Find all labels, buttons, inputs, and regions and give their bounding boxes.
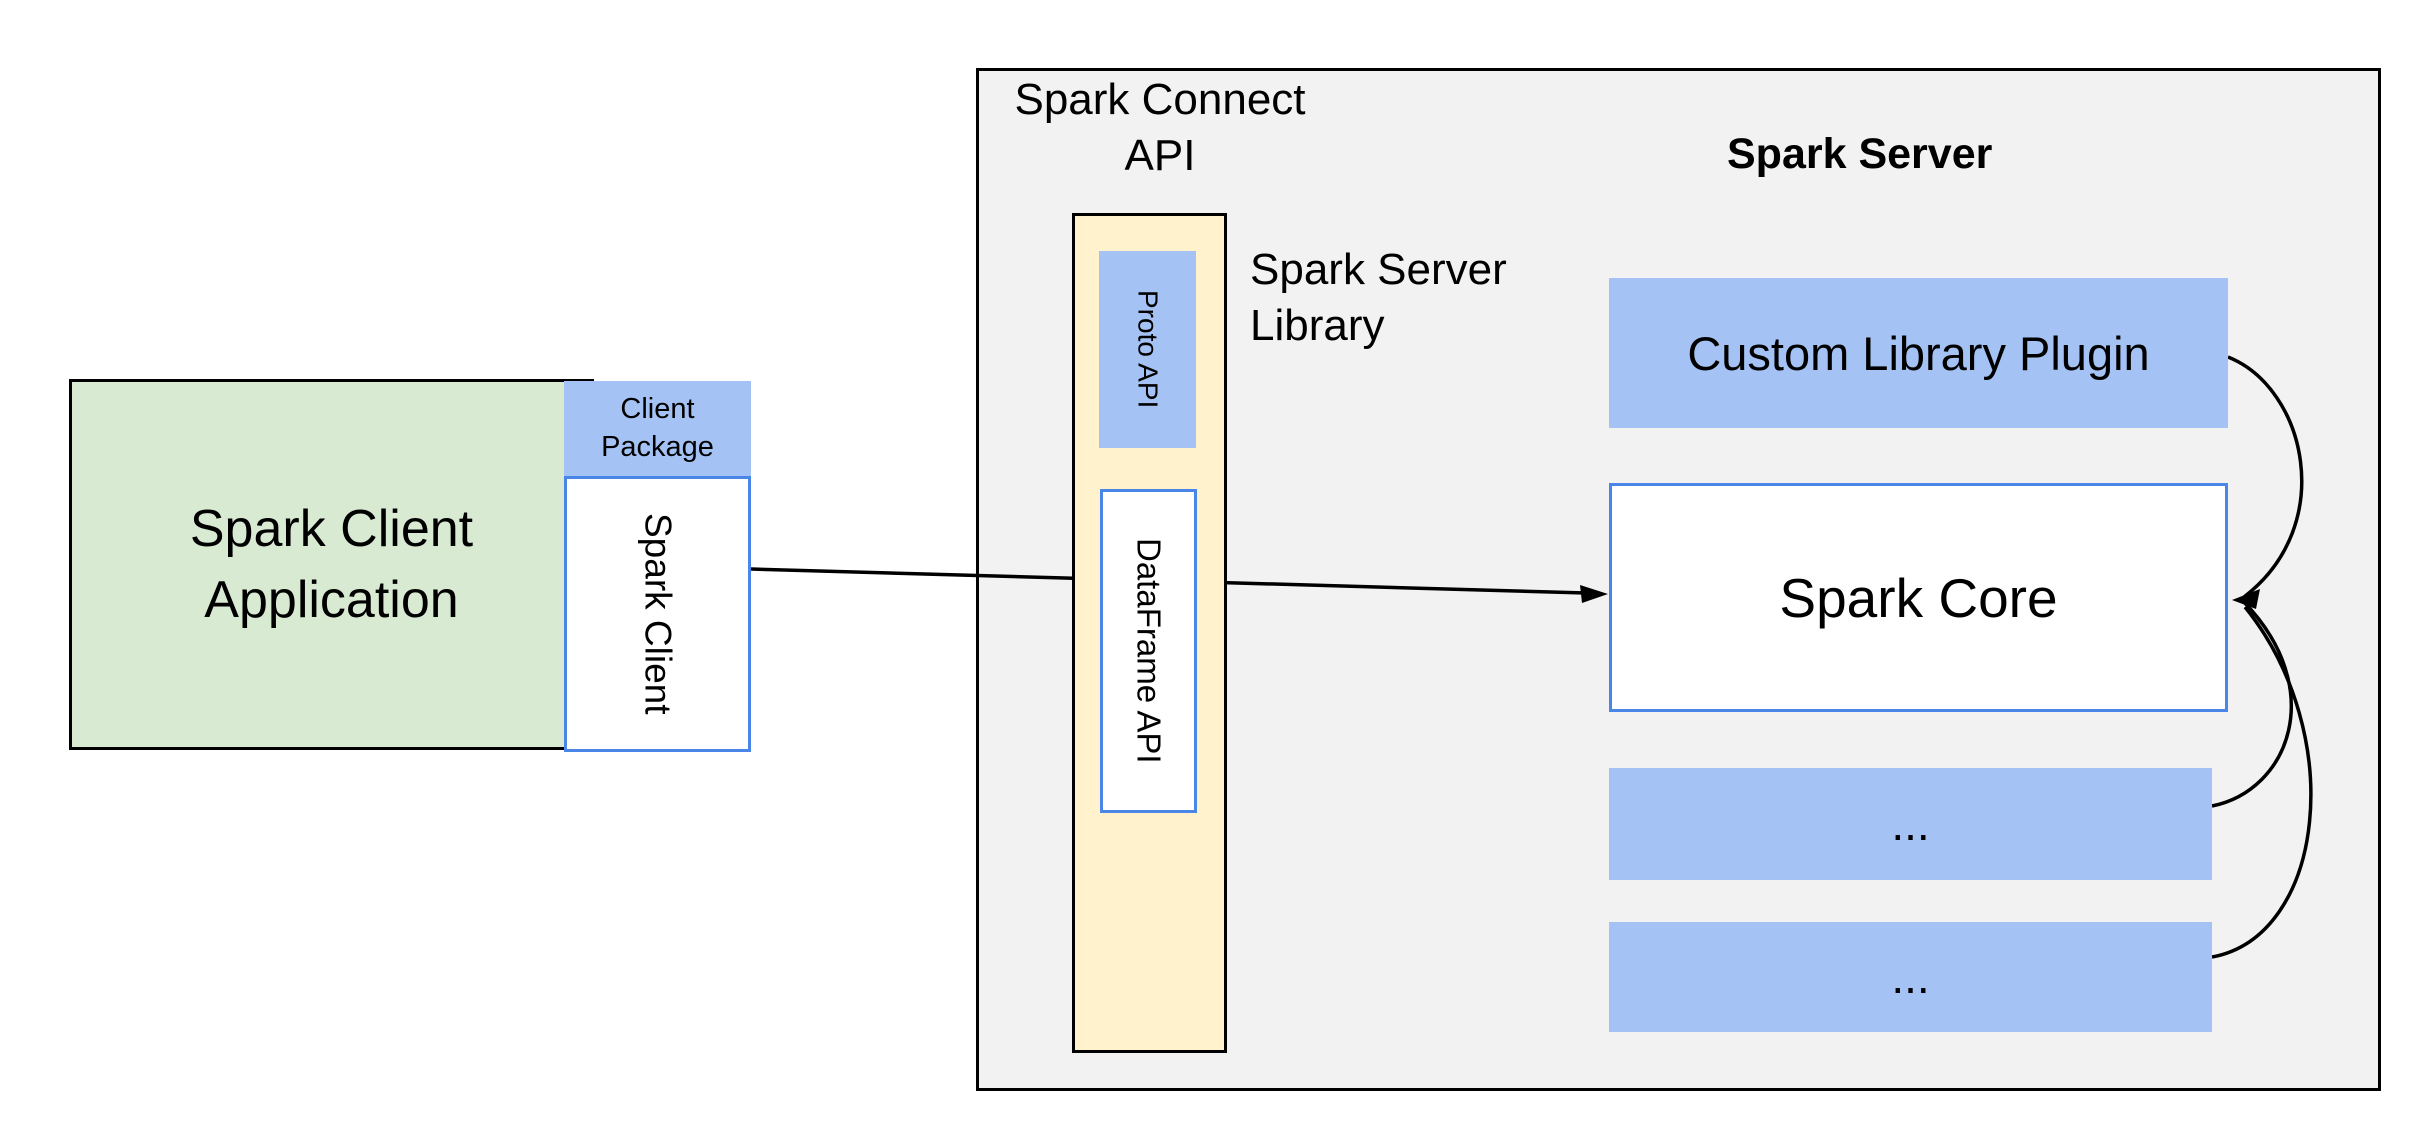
dataframe-api-box: DataFrame API (1100, 489, 1197, 813)
spark-connect-api-label: Spark Connect API (1014, 75, 1306, 181)
spark-server-library-label: Spark Server Library (1250, 245, 1507, 350)
spark-client-label: Spark Client (637, 513, 679, 715)
spark-server-title: Spark Server (1727, 130, 1993, 178)
spark-client-box: Spark Client (564, 476, 751, 752)
dataframe-api-label: DataFrame API (1130, 538, 1168, 764)
other-plugin-box-1: ... (1609, 768, 2212, 880)
spark-client-application-box: Spark Client Application (69, 379, 594, 750)
custom-library-plugin-box: Custom Library Plugin (1609, 278, 2228, 428)
proto-api-box: Proto API (1099, 251, 1196, 448)
proto-api-label: Proto API (1132, 290, 1164, 409)
other-plugin-box-2: ... (1609, 922, 2212, 1032)
spark-core-box: Spark Core (1609, 483, 2228, 712)
client-package-box: Client Package (564, 381, 751, 476)
